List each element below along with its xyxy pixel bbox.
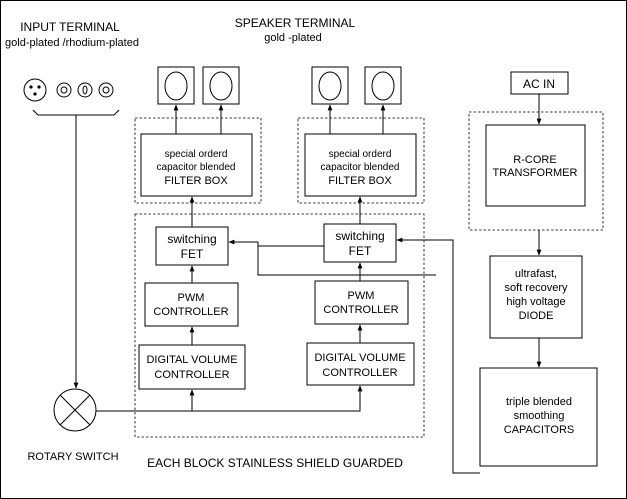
left-fet-line1: switching xyxy=(167,232,216,246)
diode-box: ultrafast, soft recovery high voltage DI… xyxy=(489,255,583,339)
capacitors-to-right-fet xyxy=(396,237,480,474)
rca-connector-icon xyxy=(56,82,72,98)
input-terminal-title: INPUT TERMINAL xyxy=(20,20,120,34)
right-dvc-line1: DIGITAL VOLUME xyxy=(314,352,405,364)
input-terminal: INPUT TERMINAL gold-plated /rhodium-plat… xyxy=(5,20,139,389)
right-fet-line1: switching xyxy=(335,229,384,243)
capacitors-line3: CAPACITORS xyxy=(504,424,575,436)
right-switching-fet: switching FET xyxy=(323,223,397,263)
capacitors-line1: triple blended xyxy=(506,396,572,408)
rotary-switch-icon xyxy=(53,388,97,432)
right-filter-box: special orderd capacitor blended FILTER … xyxy=(304,133,417,197)
left-switching-fet: switching FET xyxy=(155,226,229,266)
left-dvc-line2: CONTROLLER xyxy=(154,369,229,381)
transformer-line2: TRANSFORMER xyxy=(493,167,578,179)
r-core-transformer: R-CORE TRANSFORMER xyxy=(485,124,586,207)
input-terminal-subtitle: gold-plated /rhodium-plated xyxy=(5,37,139,49)
rca-connector-icon xyxy=(98,82,114,98)
right-fet-line2: FET xyxy=(349,244,372,258)
rca-connector-icon xyxy=(77,82,93,98)
diode-line4: DIODE xyxy=(519,310,554,322)
left-filter-shield xyxy=(134,117,262,204)
right-digital-volume-controller: DIGITAL VOLUME CONTROLLER xyxy=(306,342,415,386)
diode-line2: soft recovery xyxy=(505,282,568,294)
diode-line1: ultrafast, xyxy=(515,268,557,280)
diode-line3: high voltage xyxy=(506,296,565,308)
left-filter-box-line1: special orderd xyxy=(165,149,228,160)
left-pwm-controller: PWM CONTROLLER xyxy=(144,282,239,327)
right-filter-box-line3: FILTER BOX xyxy=(328,175,392,187)
right-pwm-controller: PWM CONTROLLER xyxy=(314,280,409,325)
xlr-connector-icon xyxy=(23,78,47,102)
right-pwm-line2: CONTROLLER xyxy=(323,304,398,316)
left-filter-box-line3: FILTER BOX xyxy=(164,175,228,187)
speaker-terminal-icon xyxy=(311,66,349,105)
speaker-terminal-subtitle: gold -plated xyxy=(264,32,322,44)
left-dvc-line1: DIGITAL VOLUME xyxy=(146,354,237,366)
left-filter-box: special orderd capacitor blended FILTER … xyxy=(140,133,253,197)
speaker-terminal-icon xyxy=(364,66,402,105)
left-pwm-line1: PWM xyxy=(178,292,205,304)
rotary-to-dvc-wire xyxy=(96,385,363,412)
shield-note: EACH BLOCK STAINLESS SHIELD GUARDED xyxy=(147,456,403,470)
amplifier-shield xyxy=(134,213,425,438)
speaker-terminal-icon xyxy=(202,66,240,105)
speaker-terminal-icon xyxy=(157,66,195,105)
right-dvc-line2: CONTROLLER xyxy=(322,367,397,379)
input-bracket xyxy=(32,109,120,116)
right-fet-to-left-fet xyxy=(257,245,436,276)
rotary-switch-label: ROTARY SWITCH xyxy=(27,451,118,463)
left-fet-line2: FET xyxy=(181,247,204,261)
right-filter-box-line1: special orderd xyxy=(329,149,392,160)
left-pwm-line2: CONTROLLER xyxy=(153,306,228,318)
transformer-line1: R-CORE xyxy=(513,154,556,166)
left-filter-box-line2: capacitor blended xyxy=(157,162,236,173)
ac-in-label: AC IN xyxy=(523,77,555,91)
right-filter-box-line2: capacitor blended xyxy=(321,162,400,173)
right-pwm-line1: PWM xyxy=(348,290,375,302)
smoothing-capacitors-box: triple blended smoothing CAPACITORS xyxy=(479,367,598,467)
left-digital-volume-controller: DIGITAL VOLUME CONTROLLER xyxy=(138,344,246,390)
right-filter-shield xyxy=(297,117,425,204)
speaker-terminal-title: SPEAKER TERMINAL xyxy=(235,16,356,30)
ac-in-box: AC IN xyxy=(510,71,569,95)
capacitors-line2: smoothing xyxy=(514,410,565,422)
